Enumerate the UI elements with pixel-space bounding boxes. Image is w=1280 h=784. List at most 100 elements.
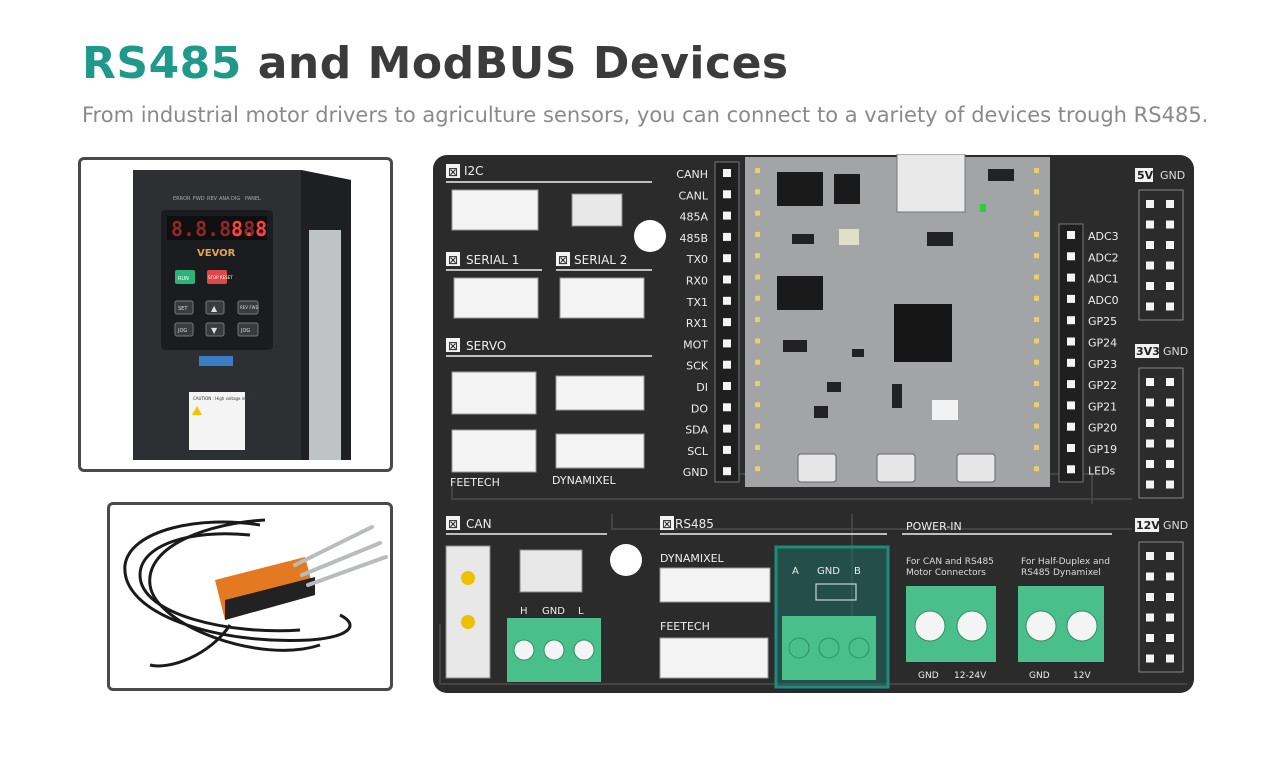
module-pad xyxy=(1034,231,1039,237)
rail-pin xyxy=(1146,241,1154,249)
power1-description-line1: For CAN and RS485 xyxy=(906,557,994,567)
down-arrow-icon: ▼ xyxy=(211,326,218,335)
run-button-label: RUN xyxy=(178,276,189,282)
jog-left-label: JOG xyxy=(177,328,187,334)
module-pad xyxy=(1034,295,1039,301)
rail-3v3-header xyxy=(1138,367,1184,499)
rs485-icon xyxy=(660,516,674,530)
rail-5v-header xyxy=(1138,189,1184,321)
rail-pin xyxy=(1146,654,1154,663)
power1-description-line2: Motor Connectors xyxy=(906,568,986,578)
status-label: DIG xyxy=(231,196,240,202)
rail-pin xyxy=(1166,241,1174,249)
jog-right-label: JOG xyxy=(240,328,250,334)
left-pin-label: 485B xyxy=(679,232,708,245)
rail-pin xyxy=(1166,282,1174,290)
set-button-label: SET xyxy=(178,306,188,312)
rail-pin xyxy=(1146,439,1154,448)
right-pin-label: GP22 xyxy=(1088,379,1117,392)
sensor-body-base xyxy=(225,577,315,620)
dynamixel-connector-1 xyxy=(555,375,645,411)
pin-header-pin xyxy=(1067,422,1075,431)
right-pin-label: ADC0 xyxy=(1088,294,1119,307)
rail-5v-gnd-label: GND xyxy=(1160,169,1185,182)
push-buttons xyxy=(797,453,996,483)
can-side-connector xyxy=(445,545,491,679)
pin-header-pin xyxy=(723,169,731,177)
page-subtitle: From industrial motor drivers to agricul… xyxy=(82,103,1209,127)
pin-header-pin xyxy=(1067,465,1075,474)
rail-pin xyxy=(1166,593,1174,601)
can-jst-connector xyxy=(519,549,583,593)
module-pad xyxy=(1034,359,1039,365)
pin-header-pin xyxy=(1067,401,1075,410)
feetech-connector-1 xyxy=(451,371,537,415)
status-label: FWD xyxy=(193,196,205,202)
connector-icon: ⊠ xyxy=(448,517,458,531)
drive-status-labels: ERROR FWD REV ANA DIG PANEL xyxy=(173,196,261,202)
left-pin-label: RX1 xyxy=(686,317,708,330)
right-pin-label: GP21 xyxy=(1088,400,1117,413)
left-pin-labels: CANHCANL485A485BTX0RX0TX1RX1MOTSCKDIDOSD… xyxy=(676,168,731,479)
left-pin-label: TX1 xyxy=(686,296,708,309)
rs485-header xyxy=(815,583,857,601)
chip xyxy=(777,276,823,310)
motor-drive-photo: ERROR FWD REV ANA DIG PANEL 8.8.8.8. 8.8… xyxy=(78,157,393,472)
serial2-icon xyxy=(556,252,570,266)
rs485-feetech-connector xyxy=(659,637,769,679)
power2-pin-label: GND xyxy=(1029,671,1050,681)
pin-header-pin xyxy=(723,360,731,369)
rail-pin xyxy=(1166,572,1174,581)
pin-header-pin xyxy=(723,232,731,241)
right-pin-label: GP23 xyxy=(1088,358,1117,371)
module-pad xyxy=(1034,466,1039,472)
feetech-label: FEETECH xyxy=(450,476,500,489)
left-pin-label: SDA xyxy=(685,424,708,437)
feetech-connector-2 xyxy=(451,429,537,473)
module-pad xyxy=(755,231,760,237)
right-pin-label: GP20 xyxy=(1088,422,1117,435)
power-rails: 5V GND 3V3 GND 12V GND xyxy=(1135,168,1188,673)
module-pad xyxy=(755,274,760,280)
section-serial1-label: SERIAL 1 xyxy=(466,253,519,267)
pin-header-pin xyxy=(1067,316,1075,325)
rail-pin xyxy=(1166,378,1174,386)
rail-pin xyxy=(1146,378,1154,386)
module-pad xyxy=(1034,381,1039,386)
left-pin-label: SCL xyxy=(687,445,709,458)
rs485-feetech-label: FEETECH xyxy=(660,620,710,633)
module-pad xyxy=(755,338,760,344)
rail-pin xyxy=(1166,613,1174,622)
left-pin-label: SCK xyxy=(686,360,709,373)
module-pad xyxy=(1034,168,1039,173)
rail-pin xyxy=(1146,200,1154,208)
module-pad xyxy=(755,423,760,429)
right-pin-label: ADC1 xyxy=(1088,273,1119,286)
module-pad xyxy=(755,210,760,216)
pin-header-pin xyxy=(1067,294,1075,303)
dynamixel-connector-2 xyxy=(555,433,645,469)
status-label: REV xyxy=(207,196,218,202)
pin-header-pin xyxy=(723,445,731,454)
module-pad xyxy=(1034,210,1039,216)
module-pad xyxy=(755,402,760,408)
module-pad xyxy=(1034,444,1039,450)
pin-header-pin xyxy=(1067,273,1075,282)
module-pad xyxy=(755,253,760,259)
power-led xyxy=(980,204,986,212)
module-pad xyxy=(755,168,760,173)
rail-pin xyxy=(1146,634,1154,642)
dynamixel-label: DYNAMIXEL xyxy=(552,474,617,487)
down-button xyxy=(205,322,225,337)
status-label: PANEL xyxy=(245,196,261,202)
pin-header-pin xyxy=(723,339,731,348)
rail-pin xyxy=(1166,302,1174,311)
right-pin-label: GP24 xyxy=(1088,337,1117,350)
right-pin-label: GP19 xyxy=(1088,443,1117,456)
run-button xyxy=(175,270,195,284)
rail-pin xyxy=(1146,460,1154,468)
sensor-cable xyxy=(123,518,352,668)
serial2-connector xyxy=(559,277,645,319)
module-pad xyxy=(1034,402,1039,408)
usb-c-connector xyxy=(896,154,966,213)
